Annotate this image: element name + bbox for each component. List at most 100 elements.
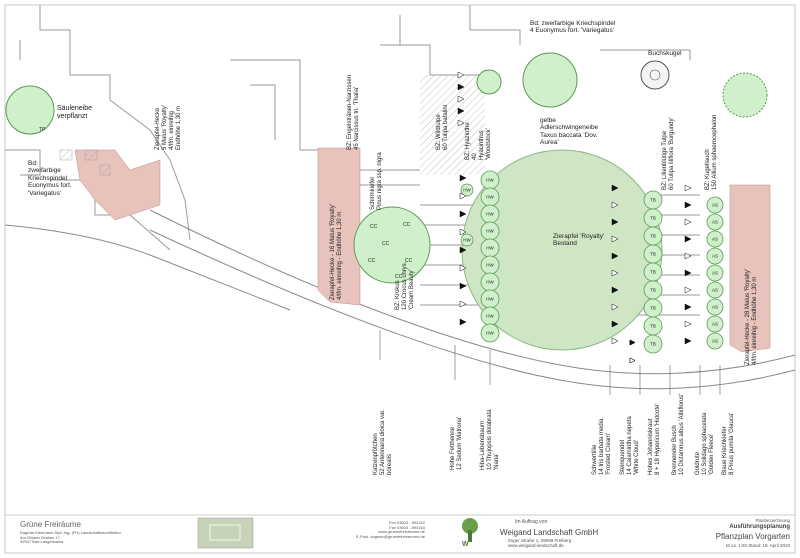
office-name: Grüne Freiräume [20, 520, 81, 529]
sheet-label: Planbezeichnung [755, 518, 790, 523]
hedge-left [74, 149, 161, 221]
marker [459, 174, 467, 182]
label-line: 52 Antennaria dioica var. [379, 409, 386, 475]
tulip-group: TB [643, 208, 663, 228]
label-line: 4/lfm. einreihig - Endhöhe 1,30 m [336, 211, 343, 300]
marker [629, 339, 636, 346]
label-line: gelbe [540, 117, 556, 124]
label-line: 150 Allium sphaerocephalon [711, 114, 718, 190]
svg-text:CC: CC [395, 274, 403, 280]
label-line: Zierapfel-Hecke - 16 Malus 'Royalty' [330, 204, 336, 300]
label-line: Endhöhe 1,30 m [175, 105, 182, 150]
hiba-shrub: HW [480, 306, 500, 326]
round-shrub-right [722, 72, 768, 118]
svg-text:TB: TB [650, 342, 656, 347]
label-line: 10 Thujopsis dolabrata [486, 409, 493, 470]
label-line: Bd: zweifarbige Kriechspindel [530, 20, 616, 27]
label-line: 14 Calamintha nepeta [626, 416, 633, 475]
marker [611, 218, 619, 226]
svg-text:HW: HW [486, 263, 494, 268]
label-line: 10 Solidago sphacelata [701, 412, 708, 475]
tulip-group: TB [643, 334, 663, 354]
svg-text:AS: AS [712, 322, 718, 327]
label-line: Kriechspindel [28, 174, 68, 182]
label-line: Zierapfel-Hecke [155, 107, 161, 150]
marker [611, 337, 619, 345]
label-line: BZ: Krokus [395, 280, 401, 310]
sheet-type: Ausführungsplanung [729, 524, 790, 530]
tulip-group: TB [643, 244, 663, 264]
label-line: 'Woodstock' [485, 128, 492, 160]
label-line: 14 Iris barbata media [598, 418, 605, 475]
label-line: 8 + 18 Hypericum 'Hidcote' [654, 403, 661, 476]
marker [684, 286, 692, 294]
label-line: Euonymus fort. [28, 182, 72, 190]
hiba-shrub: HW [460, 233, 474, 247]
weigand-logo: W [462, 518, 478, 548]
title-block: W [5, 514, 795, 549]
svg-text:HW: HW [486, 178, 494, 183]
marker [459, 228, 467, 236]
label-line: Brennender Busch [672, 425, 678, 475]
sheet-meta: M ca. 1:50 Stand: 19. April 2010 [725, 543, 790, 548]
label-line: Katzenpfötchen [373, 433, 379, 475]
marker [457, 107, 465, 115]
marker [459, 264, 467, 272]
label-line: Taxus baccata 'Dov. [540, 131, 598, 139]
hiba-shrub: HW [480, 221, 500, 241]
label-line: 'Nana' [493, 453, 500, 470]
label-line: 40 [471, 153, 478, 160]
label-line: 'Cream Beauty' [408, 269, 415, 310]
hiba-shrub: HW [480, 187, 500, 207]
label-hecke-mid: Zierapfel-Hecke - 16 Malus 'Royalty'4/lf… [330, 204, 344, 300]
schirmkiefer-tree [353, 206, 431, 284]
marker [459, 246, 467, 254]
marker [457, 83, 465, 91]
svg-text:HW: HW [486, 280, 494, 285]
label-line: Hohe Fetthenne [450, 426, 456, 470]
plan-thumbnail [197, 517, 254, 549]
allium-group: AS [706, 281, 724, 299]
marker [684, 201, 692, 209]
tulip-group: TB [643, 262, 663, 282]
svg-text:TB: TB [650, 288, 656, 293]
tulip-group: TB [643, 226, 663, 246]
schirmkiefer-codes: CC CC CC CC CC CC [368, 222, 413, 280]
marker [457, 95, 465, 103]
label-line: 120 Crocus chrys. [401, 261, 408, 310]
label-line: Zierapfel 'Royalty' [553, 233, 605, 240]
label-hecke-right: Zierapfel-Hecke - 28 Malus 'Royalty'4/lf… [745, 269, 759, 365]
small-tree-top [476, 69, 502, 95]
svg-text:TB: TB [650, 198, 656, 203]
code-tp-1: TP [39, 127, 46, 133]
marker [457, 119, 465, 127]
marker [459, 300, 467, 308]
label-line: Blaue Kriechkiefer [722, 426, 728, 475]
allium-group: AS [706, 247, 724, 265]
marker [684, 320, 692, 328]
hiba-shrub: HW [480, 323, 500, 343]
svg-text:CC: CC [370, 224, 378, 230]
label-line: 4/lfm. einreihig [168, 110, 175, 150]
svg-text:TB: TB [650, 234, 656, 239]
svg-text:TB: TB [650, 252, 656, 257]
marker [611, 201, 619, 209]
sheet-title: Pflanzplan Vorgarten [715, 532, 790, 541]
label-line: Hohes Johanniskraut [648, 418, 654, 475]
hiba-shrub: HW [480, 272, 500, 292]
marker [684, 184, 692, 192]
marker [684, 235, 692, 243]
hiba-shrub: HW [480, 255, 500, 275]
label-line: 60 Tulipa batalini [442, 104, 449, 150]
svg-text:CC: CC [368, 258, 376, 264]
